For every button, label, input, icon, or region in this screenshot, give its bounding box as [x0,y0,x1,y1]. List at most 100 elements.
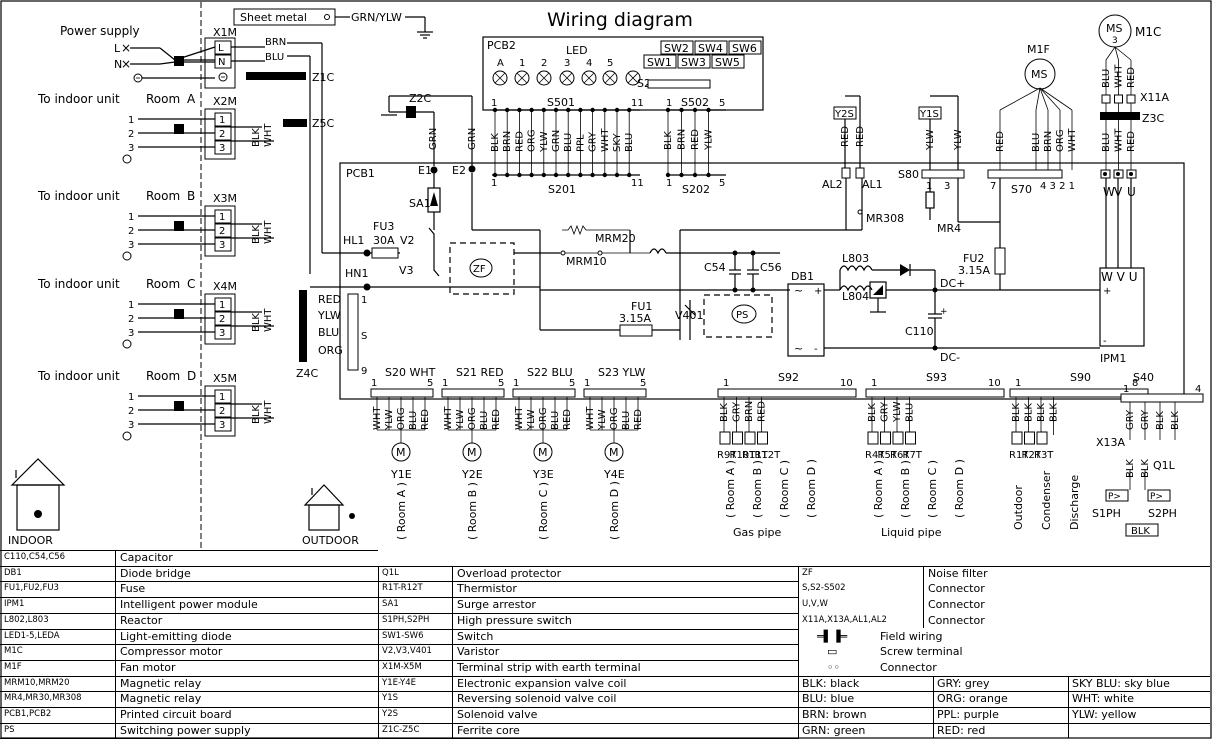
room-rotated-label: ( Room B ) [751,460,764,518]
ps-power-supply [703,294,773,338]
svg-text:C110: C110 [905,325,934,338]
svg-text:1: 1 [871,378,877,389]
legend-code: IPM1 [4,599,25,610]
valve-wire-label: RED [491,409,502,430]
fu1-fuse [619,324,653,337]
svg-text:+: + [940,307,948,317]
svg-text:W V U: W V U [1101,270,1138,284]
legend-code: Y1E-Y4E [382,677,416,688]
thermistor-connector-label: S90 [1070,371,1091,384]
thermistor-wire-label: YLW [892,401,903,423]
svg-text:SA1: SA1 [409,197,431,210]
legend-desc: Magnetic relay [120,692,202,706]
switch-SW1 [643,54,677,69]
color-code: ORG: orange [937,692,1008,706]
legend-code: MRM10,MRM20 [4,677,70,688]
svg-text:8: 8 [1132,378,1138,389]
valve-wire-label: YLW [455,409,466,431]
svg-text:1: 1 [442,378,448,389]
db1-diode-bridge [787,283,825,357]
svg-text:1: 1 [666,98,672,109]
legend-code: LED1-5,LEDA [4,630,60,641]
s501-wire-label: BLK [490,133,501,152]
grn-ylw-label: GRN/YLW [351,11,402,24]
svg-text:Q1L: Q1L [1153,459,1176,472]
thermistor-icon [744,431,756,445]
valve-coil-label: Y3E [532,468,554,481]
valve-coil-label: Y1E [390,468,412,481]
thermistor-icon [1036,431,1048,445]
svg-text:M: M [467,446,477,459]
svg-text:PS: PS [736,310,748,321]
thermistor-label: R9T [717,450,737,461]
svg-text:AL1: AL1 [862,178,883,191]
svg-text:11: 11 [631,98,644,109]
svg-text:N: N [218,57,225,68]
svg-text:V3: V3 [399,264,414,277]
legend-code: S,S2-S502 [802,583,846,594]
zf-noise-filter [449,242,515,295]
m1f-wire-label: ORG [1055,129,1066,152]
legend-code: R1T-R12T [382,583,423,594]
l803-reactor [839,265,873,272]
m1c-wire-label: WHT [1114,64,1125,88]
svg-text:3.15A: 3.15A [958,264,990,277]
color-code: YLW: yellow [1072,708,1137,721]
svg-text:1: 1 [128,115,134,126]
v2-v3-varistor [428,227,440,277]
s501-wire-label: RED [514,131,525,152]
svg-text:RED: RED [855,126,866,147]
svg-text:MRM10: MRM10 [566,255,607,268]
valve-coil-label: Y4E [603,468,625,481]
valve-wire-label: YLW [384,409,395,431]
s40-wire-label: GRY [1140,409,1151,430]
svg-text:2: 2 [128,226,134,237]
thermistor-icon [1024,431,1035,445]
thermistor-wire-label: RED [757,401,768,422]
led-label: 2 [541,58,547,69]
svg-text:HN1: HN1 [345,267,369,280]
s502-wire-label: YLW [704,129,715,151]
svg-text:2: 2 [128,129,134,140]
legend-desc: Reversing solenoid valve coil [457,692,617,706]
legend-desc: Overload protector [457,566,562,580]
s40-wire-label: BLK [1155,411,1166,430]
legend-code: Y1S [382,693,398,704]
power-supply-label: Power supply [60,24,140,38]
connector-icon: ◦◦ [827,660,840,674]
earth-icon [122,339,132,349]
legend-desc: Connector [928,598,985,612]
legend-desc: Solenoid valve [457,708,538,721]
legend-code: M1F [4,661,22,672]
svg-text:Y1S: Y1S [919,109,939,120]
svg-text:GRN: GRN [428,128,439,150]
svg-text:30A: 30A [373,234,395,247]
svg-text:BLK: BLK [251,225,262,244]
color-code: RED: red [937,723,986,737]
led-label: 5 [607,58,613,69]
thermistor-wire-label: BLK [719,403,730,422]
valve-wire-label: RED [633,409,644,430]
room-label: Room [146,92,180,106]
led-label: A [497,58,504,69]
s40-wire-label: GRY [1125,409,1136,430]
room-rotated-label: ( Room C ) [778,460,791,518]
s501-wire-label: SKY [612,132,623,152]
valve-wire-label: WHT [585,406,596,430]
room-letter: D [187,369,196,383]
valve-wire-label: BLU [550,411,561,430]
svg-text:3.15A: 3.15A [619,312,651,325]
legend-symbol-desc: Screw terminal [880,645,963,659]
valve-connector-label: S21 RED [456,366,504,379]
svg-text:MR4: MR4 [937,222,961,235]
svg-text:P>: P> [1108,492,1121,502]
pcb1-board [339,162,1185,400]
svg-text:+: + [1103,286,1111,297]
svg-text:M1C: M1C [1135,25,1161,39]
s40-wire-label: BLK [1125,459,1136,478]
color-code: BLK: black [802,676,860,690]
svg-text:M: M [538,446,548,459]
svg-text:1: 1 [128,212,134,223]
svg-text:WHT: WHT [263,220,274,244]
s502-wire-label: BLK [663,131,674,150]
